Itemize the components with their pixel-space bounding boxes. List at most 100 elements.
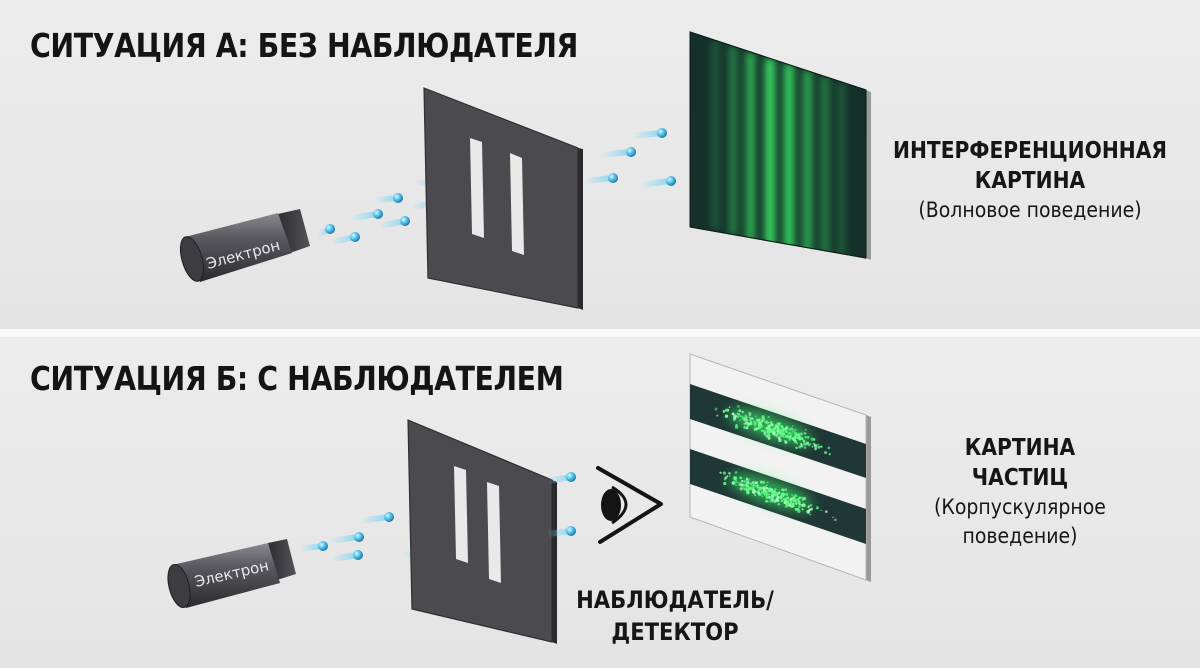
particle-hit: [767, 415, 770, 419]
particle-hit: [756, 484, 759, 487]
interference-label-line2: КАРТИНА: [974, 168, 1086, 194]
particle-hit: [807, 506, 810, 509]
particle-hit: [757, 487, 761, 491]
electron-particle: [666, 176, 676, 186]
particle-hit: [753, 423, 757, 427]
particle-hit: [736, 416, 740, 419]
particle-hit: [748, 416, 750, 419]
particle-hit: [785, 492, 789, 496]
electron-particle: [325, 224, 335, 234]
particle-hit: [716, 414, 719, 417]
particle-hit: [782, 492, 784, 495]
situation-b-scene: Электрон: [167, 353, 871, 644]
particle-hit: [817, 445, 821, 449]
particle-hit: [804, 428, 807, 431]
particle-hit: [810, 507, 813, 511]
particle-hit: [755, 415, 758, 418]
particle-hit: [781, 429, 785, 433]
particle-hit: [779, 439, 782, 442]
particle-hit: [745, 416, 748, 419]
particle-hit: [748, 411, 751, 414]
particle-hit: [765, 421, 768, 424]
particle-hit: [749, 422, 753, 425]
particle-hit: [797, 509, 801, 513]
particle-hit: [761, 487, 764, 490]
particle-hit: [809, 503, 813, 507]
particle-hit: [767, 487, 771, 492]
particle-hit: [779, 434, 782, 437]
particle-hit: [775, 497, 779, 502]
particle-hit: [767, 436, 771, 440]
particle-hit: [769, 499, 773, 503]
particle-screen: [689, 353, 871, 582]
particle-hit: [760, 419, 764, 423]
particle-hit: [734, 414, 737, 417]
particle-hit: [761, 495, 764, 498]
particle-hit: [776, 491, 778, 494]
interference-pattern-label: ИНТЕРФЕРЕНЦИОННАЯ КАРТИНА (Волновое пове…: [870, 136, 1190, 225]
particle-hit: [714, 407, 718, 411]
particle-hit: [787, 499, 790, 502]
particle-hit: [733, 478, 735, 480]
particle-hit: [742, 486, 745, 490]
particle-hit: [719, 471, 722, 474]
particle-hit: [775, 494, 779, 497]
particle-hit: [743, 425, 747, 430]
particle-hit: [803, 431, 807, 435]
particle-hit: [806, 441, 809, 444]
particle-hit: [771, 491, 775, 495]
particle-hit: [753, 429, 756, 431]
particle-label-line1: КАРТИНА: [964, 435, 1076, 461]
particle-hit: [768, 495, 771, 499]
fringe: [729, 46, 737, 236]
particle-hit: [739, 476, 742, 479]
particle-hit: [724, 415, 728, 419]
particle-hit: [768, 424, 771, 428]
particle-hit: [736, 405, 740, 408]
fringe: [803, 70, 812, 258]
particle-hit: [744, 421, 748, 425]
fringe: [784, 64, 794, 254]
fringe: [746, 52, 755, 242]
particle-hit: [781, 488, 784, 492]
particle-hit: [783, 498, 787, 502]
particle-hit: [782, 436, 786, 439]
particle-hit: [794, 507, 798, 511]
particle-hit: [776, 428, 779, 431]
particle-hit: [814, 446, 818, 451]
particle-hit: [764, 486, 767, 489]
interference-screen: [689, 31, 871, 260]
particle-hit: [802, 496, 807, 501]
particle-hit: [734, 471, 738, 474]
observer-label: НАБЛЮДАТЕЛЬ/ ДЕТЕКТОР: [560, 584, 790, 648]
particle-hit: [827, 446, 831, 450]
particle-hit: [811, 445, 814, 448]
particle-hit: [748, 486, 752, 490]
particle-hit: [743, 422, 746, 425]
particle-hit: [793, 498, 797, 502]
particle-hit: [744, 488, 746, 491]
particle-hit: [783, 439, 786, 442]
eye-icon: [596, 466, 663, 544]
particle-hit: [786, 497, 789, 500]
particle-hit: [785, 501, 790, 505]
particle-hit: [791, 494, 793, 497]
particle-hit: [745, 426, 749, 430]
particle-hit: [774, 425, 778, 429]
particle-hit: [732, 418, 736, 422]
interference-label-line3: (Волновое поведение): [918, 198, 1142, 222]
fringe: [821, 76, 829, 258]
particle-hit: [763, 493, 767, 497]
particle-hit: [780, 494, 783, 498]
particle-hit: [748, 478, 751, 481]
particle-hit: [726, 475, 729, 478]
particle-hit: [778, 425, 781, 428]
particle-hit: [770, 494, 774, 498]
particle-hit: [765, 491, 768, 494]
particle-hit: [768, 430, 772, 434]
particle-hit: [791, 430, 795, 434]
particle-hit: [798, 445, 802, 449]
electron-particle: [566, 526, 576, 536]
particle-hit: [796, 442, 799, 445]
particle-hit: [728, 475, 731, 477]
